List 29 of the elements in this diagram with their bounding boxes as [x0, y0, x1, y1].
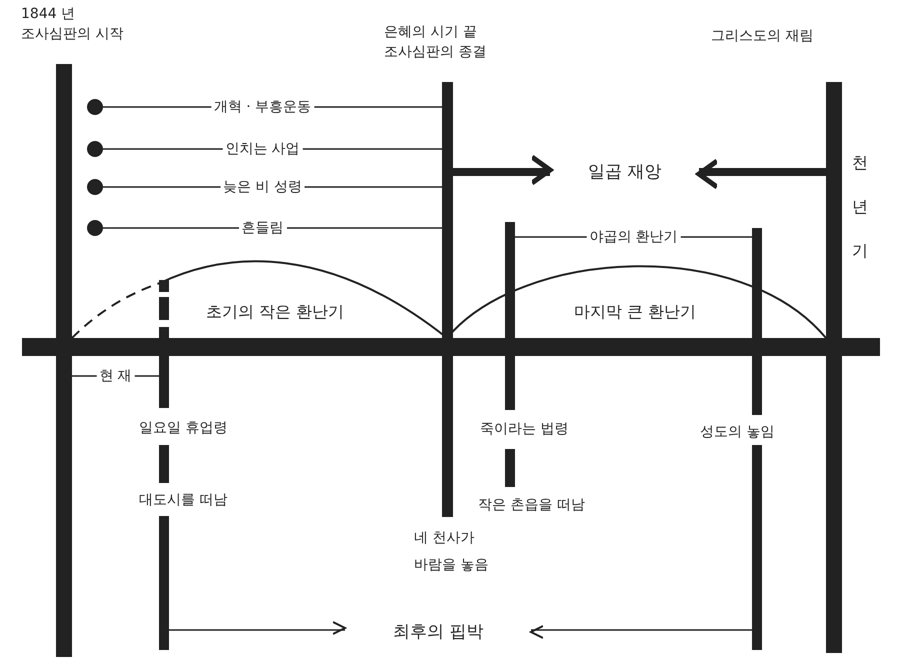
event-label: 최후의 핍박 [393, 620, 484, 644]
event-label: 일곱 재앙 [588, 160, 662, 184]
edge-label: 흔들림 [238, 219, 286, 237]
dot-marker [87, 220, 103, 236]
event-label: 일요일 휴업령 [139, 419, 228, 438]
event-label: 죽이라는 법령 [480, 420, 568, 439]
event-label: 대도시를 떠남 [139, 491, 228, 510]
arrow [453, 154, 552, 186]
arrow [696, 158, 826, 190]
period-label: 초기의 작은 환난기 [206, 302, 344, 322]
dot-marker [87, 99, 103, 115]
period-label: 마지막 큰 환난기 [574, 302, 696, 322]
event-label: 작은 촌읍을 떠남 [478, 496, 585, 515]
arrow [530, 625, 752, 639]
event-label: 성도의 놓임 [700, 423, 774, 442]
heading-text: 은혜의 시기 끝 조사심판의 종결 [384, 23, 488, 62]
edge-label: 현 재 [96, 367, 135, 385]
heading-text: 그리스도의 재림 [711, 27, 814, 46]
edge-label: 늦은 비 성령 [220, 178, 305, 196]
event-label: 천년기 [850, 144, 870, 276]
heading-text: 1844 년 조사심판의 시작 [21, 5, 124, 44]
arrow [169, 621, 346, 635]
edge-label: 개혁 · 부흥운동 [210, 98, 314, 116]
timeline-axis [22, 338, 880, 356]
event-label: 네 천사가 바람을 놓음 [414, 529, 490, 575]
edge-label: 야곱의 환난기 [586, 228, 681, 246]
dot-marker [87, 179, 103, 195]
edge-label: 인치는 사업 [222, 140, 303, 158]
dot-marker [87, 141, 103, 157]
